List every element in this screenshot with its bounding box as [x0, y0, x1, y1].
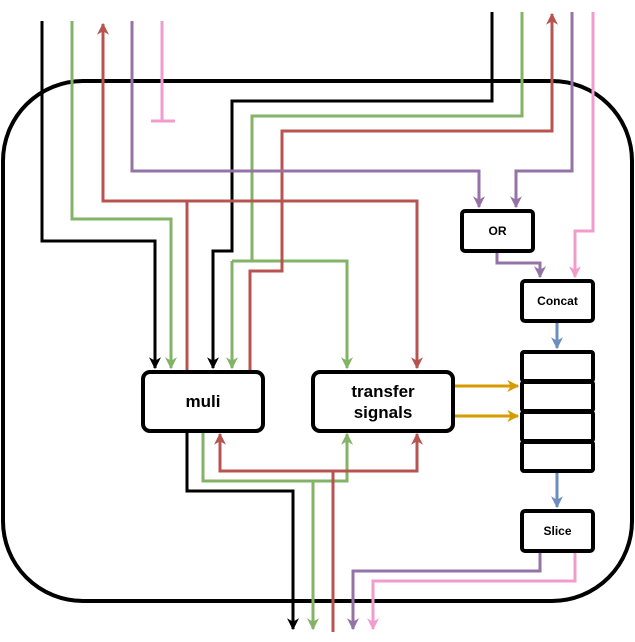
wire-red-out-right — [248, 12, 558, 370]
wire-red-bottom-in — [214, 432, 335, 632]
or-label: OR — [488, 224, 507, 238]
wire-black-out — [185, 432, 299, 631]
muli-block: muli — [141, 370, 265, 433]
transfer-signals-block: transfer signals — [311, 370, 455, 433]
wire-purple-or-to-concat — [495, 253, 546, 279]
wire-pink-in-to-concat — [569, 12, 595, 279]
wire-purple-slice-out — [347, 553, 542, 631]
wire-green-in-to-muli — [70, 21, 177, 370]
wire-purple-in-to-or — [130, 21, 485, 209]
wire-red-to-transfer — [187, 199, 423, 370]
transfer-signals-label: transfer signals — [351, 381, 415, 422]
wire-green-muli-out — [201, 432, 353, 483]
concat-block: Concat — [520, 279, 595, 323]
slice-label: Slice — [543, 524, 572, 538]
wire-red-out-left — [97, 22, 189, 370]
register-cell — [520, 440, 595, 473]
wire-black-in-to-muli — [40, 21, 161, 370]
wire-purple-in-right-to-or — [510, 12, 574, 209]
wire-green-to-transfer — [232, 259, 353, 370]
or-block: OR — [460, 209, 535, 253]
wire-pink-slice-out — [367, 553, 577, 631]
concat-label: Concat — [537, 294, 578, 308]
register-cell — [520, 350, 595, 383]
muli-label: muli — [185, 392, 221, 411]
wire-black-in-right-to-muli — [207, 12, 494, 370]
register-cell — [520, 410, 595, 443]
slice-block: Slice — [520, 509, 595, 553]
register-cell — [520, 380, 595, 413]
wire-red-bottom-to-transfer — [333, 432, 423, 473]
